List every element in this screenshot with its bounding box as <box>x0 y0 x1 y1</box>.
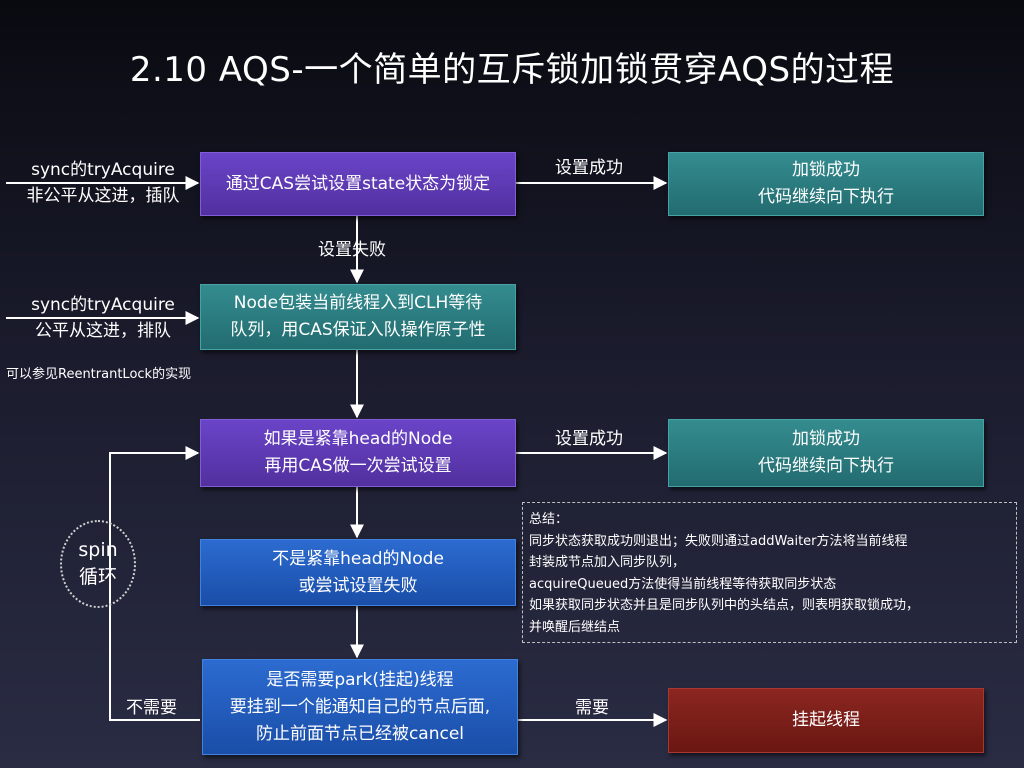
box-cas-set-state: 通过CAS尝试设置state状态为锁定 <box>200 152 516 216</box>
summary-line: 总结： <box>529 512 569 527</box>
box-park-thread: 挂起线程 <box>668 688 984 753</box>
label-set-success-1: 设置成功 <box>555 158 623 178</box>
spin-loop-badge: spin 循环 <box>60 520 136 608</box>
box-lock-success-2: 加锁成功 代码继续向下执行 <box>668 419 984 487</box>
label-set-fail: 设置失败 <box>318 240 386 260</box>
label-need: 需要 <box>575 698 609 718</box>
box-need-park: 是否需要park(挂起)线程 要挂到一个能通知自己的节点后面, 防止前面节点已经… <box>202 659 518 755</box>
summary-line: 如果获取同步状态并且是同步队列中的头结点，则表明获取锁成功， <box>529 598 920 613</box>
summary-line: 同步状态获取成功则退出；失败则通过addWaiter方法将当前线程 <box>529 533 908 549</box>
page-title: 2.10 AQS-一个简单的互斥锁加锁贯穿AQS的过程 <box>129 50 895 90</box>
summary-line: acquireQueued方法使得当前线程等待获取同步状态 <box>529 576 837 592</box>
note-fair-entry: sync的tryAcquire 公平从这进，排队 <box>31 295 175 341</box>
box-head-try: 如果是紧靠head的Node 再用CAS做一次尝试设置 <box>200 419 516 487</box>
note-reference: 可以参见ReentrantLock的实现 <box>6 367 192 382</box>
box-lock-success-1: 加锁成功 代码继续向下执行 <box>668 152 984 216</box>
box-not-head: 不是紧靠head的Node 或尝试设置失败 <box>200 539 516 606</box>
label-no-need: 不需要 <box>126 698 177 718</box>
summary-line: 并唤醒后继结点 <box>529 619 621 635</box>
label-set-success-2: 设置成功 <box>555 429 623 449</box>
summary-line: 封装成节点加入同步队列， <box>529 555 686 570</box>
box-node-enqueue: Node包装当前线程入到CLH等待 队列，用CAS保证入队操作原子性 <box>200 284 516 350</box>
summary-box: 总结： 同步状态获取成功则退出；失败则通过addWaiter方法将当前线程 封装… <box>522 502 1017 643</box>
note-unfair-entry: sync的tryAcquire 非公平从这进，插队 <box>26 160 180 206</box>
